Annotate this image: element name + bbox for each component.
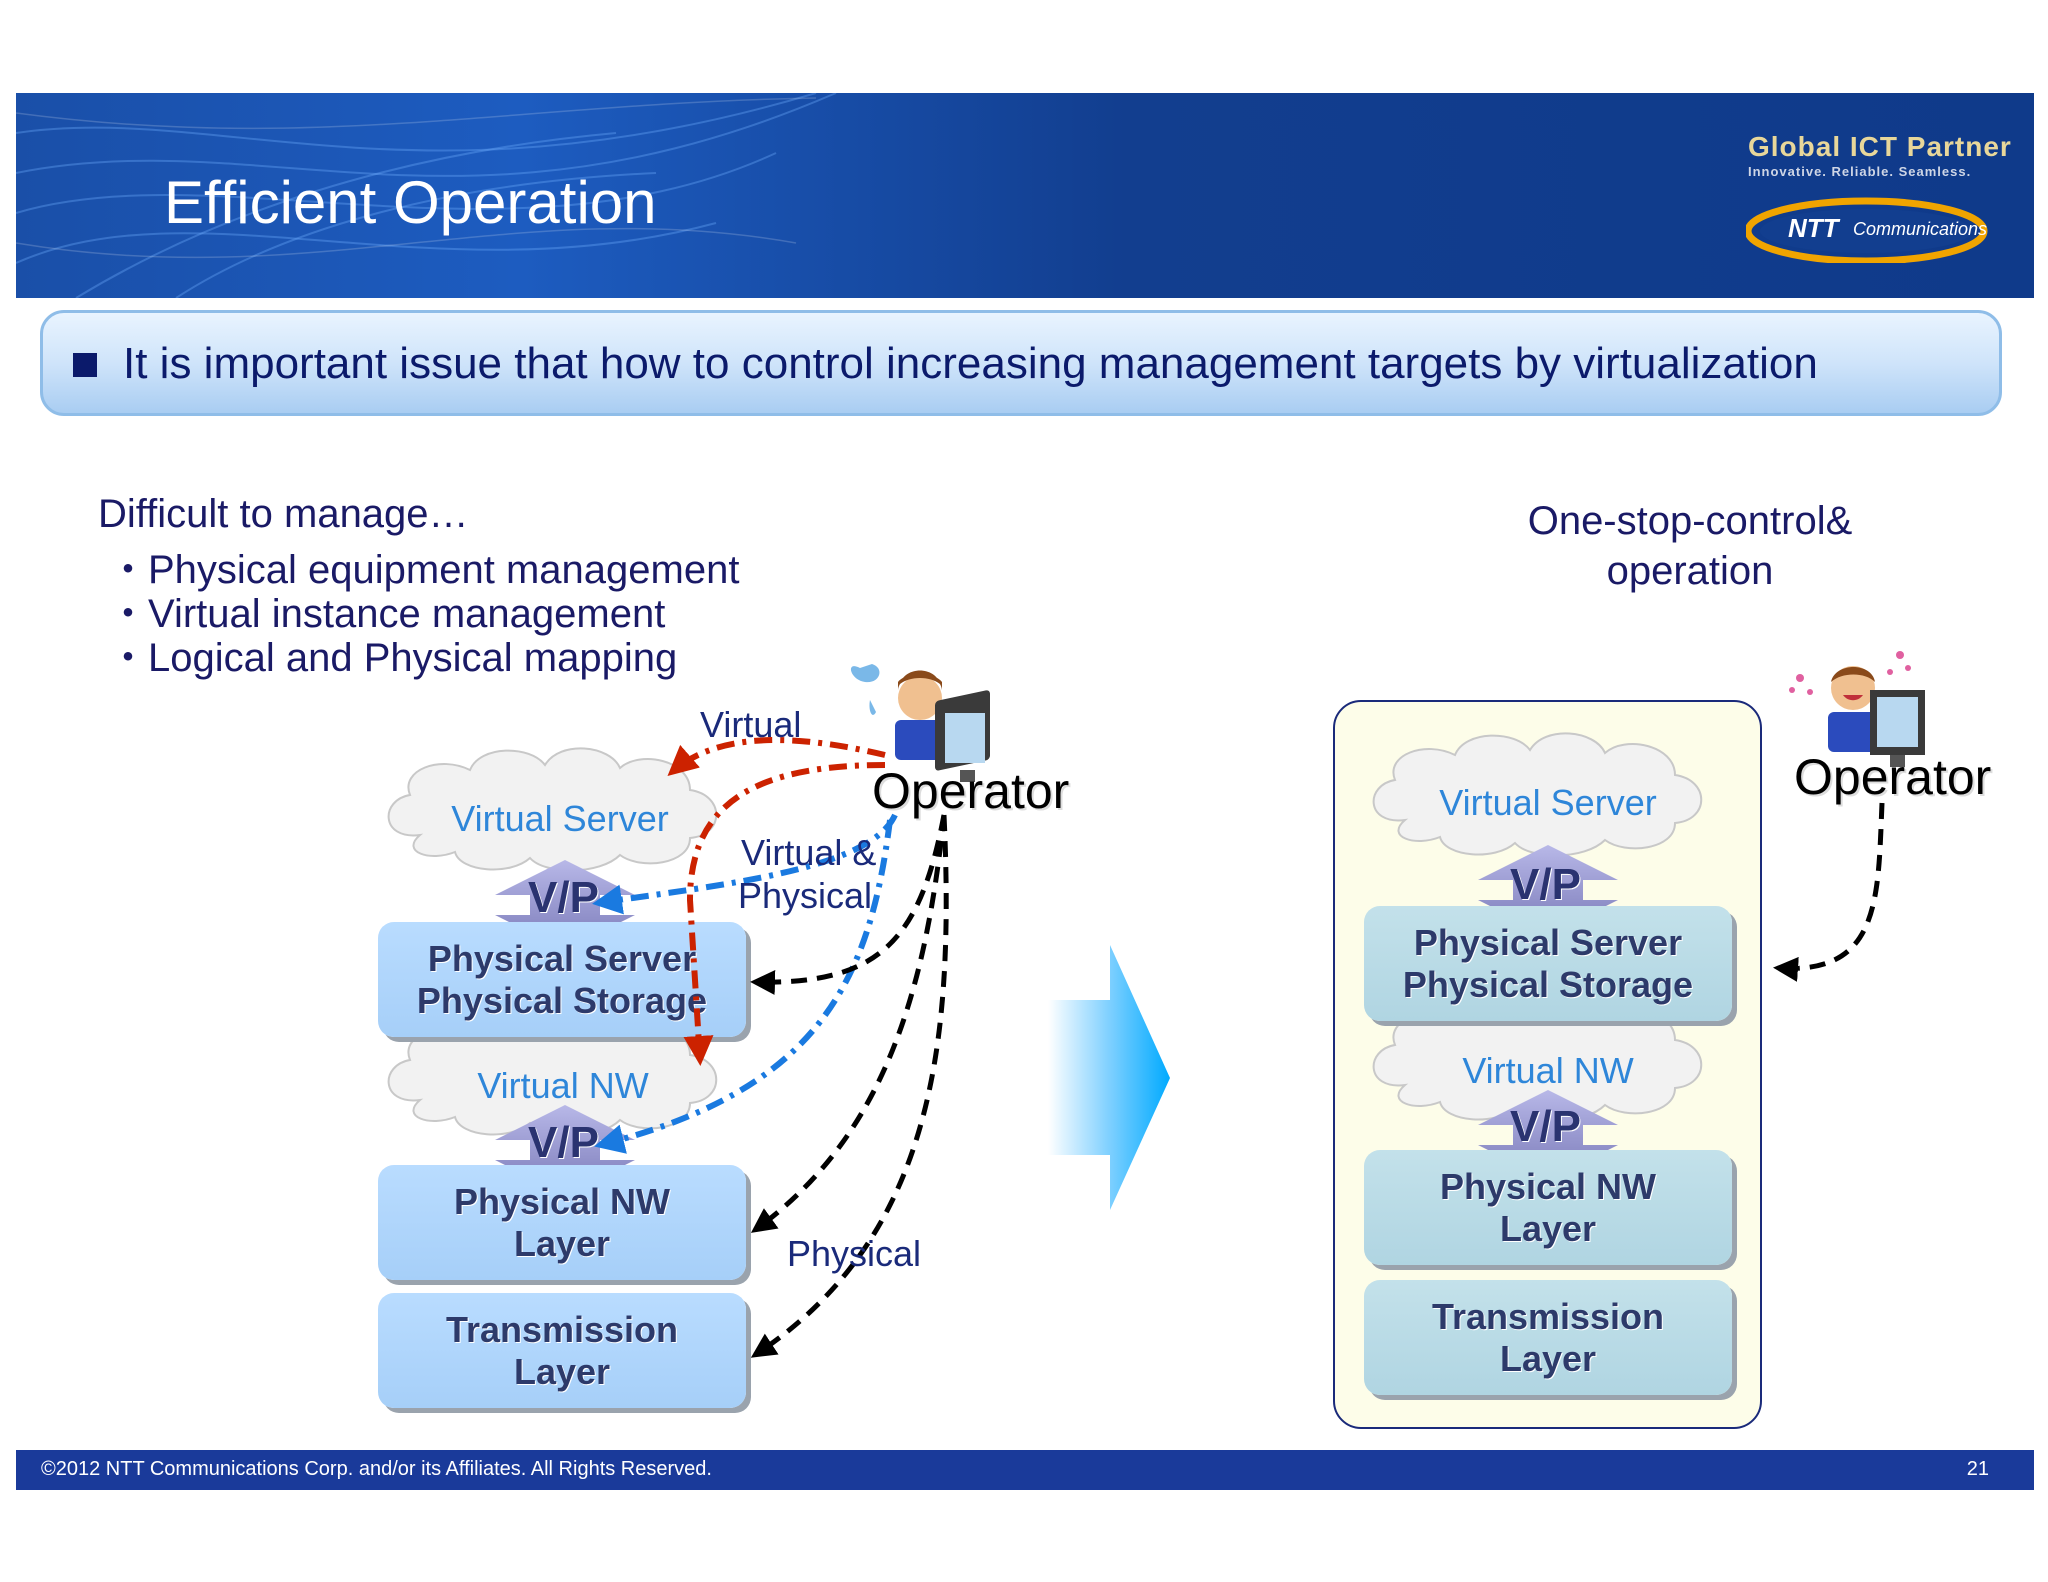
layer-label: Layer	[1499, 1337, 1597, 1379]
blue-virtual-physical-arrow	[594, 819, 893, 1154]
layer-label: Physical NW	[453, 1180, 671, 1222]
bullet-physical-equipment: ・Physical equipment management	[108, 548, 740, 592]
red-virtual-arrow	[667, 737, 886, 776]
page-number: 21	[1966, 1458, 1989, 1480]
virtual-arrow-label: Virtual	[700, 704, 802, 745]
operator-label-right: Operator	[1794, 749, 1992, 805]
bullet-virtual-instance: ・Virtual instance management	[108, 592, 666, 636]
header-wave-decoration	[16, 93, 837, 298]
transition-arrow-icon	[1048, 945, 1170, 1210]
layer-label: Physical Server	[427, 937, 697, 979]
copyright-text: ©2012 NTT Communications Corp. and/or it…	[41, 1458, 712, 1480]
vp-label-left-2: V/P	[528, 1118, 599, 1167]
cloud-virtual-server-right-icon	[1372, 732, 1703, 857]
brand-subtagline: Innovative. Reliable. Seamless.	[1748, 164, 1972, 179]
black-physical-arrow	[750, 814, 947, 995]
vp-label-right-1: V/P	[1510, 860, 1581, 909]
virtual-physical-arrow-label-line2: Physical	[738, 875, 873, 916]
virtual-nw-label-right: Virtual NW	[1462, 1050, 1634, 1091]
layer-label: Physical Storage	[1402, 963, 1694, 1005]
slide-title: Efficient Operation	[164, 169, 657, 236]
difficult-heading: Difficult to manage…	[98, 492, 469, 536]
vp-label-left-1: V/P	[528, 873, 599, 922]
layer-label: Physical NW	[1439, 1165, 1657, 1207]
issue-text: It is important issue that how to contro…	[123, 339, 1818, 388]
layer-label: Transmission	[1431, 1295, 1665, 1337]
issue-banner: It is important issue that how to contro…	[40, 310, 2002, 416]
virtual-server-label-right: Virtual Server	[1439, 782, 1657, 823]
red-virtual-arrow	[683, 762, 886, 1066]
black-one-stop-arrow	[1773, 802, 1885, 982]
slide-header: Efficient Operation Global ICT Partner I…	[16, 93, 2034, 298]
worried-operator-icon	[850, 664, 990, 782]
layer-label: Layer	[513, 1350, 611, 1392]
physical-arrow-label: Physical	[787, 1233, 922, 1274]
happy-operator-icon	[1789, 651, 1925, 767]
black-physical-arrow	[750, 814, 949, 1358]
cloud-virtual-server-left	[387, 747, 718, 872]
layer-label: Physical Storage	[416, 979, 708, 1021]
layer-label: Layer	[1499, 1207, 1597, 1249]
blue-virtual-physical-arrow	[592, 813, 898, 915]
layer-label: Layer	[513, 1222, 611, 1264]
virtual-server-label-left: Virtual Server	[451, 798, 669, 839]
virtual-nw-label-left: Virtual NW	[477, 1065, 649, 1106]
brand-tagline: Global ICT Partner	[1748, 131, 2012, 162]
operator-label-left: Operator	[872, 763, 1070, 819]
brand-name-suffix: Communications	[1853, 219, 1988, 239]
slide-footer: ©2012 NTT Communications Corp. and/or it…	[16, 1450, 2034, 1490]
vp-label-right-2: V/P	[1510, 1102, 1581, 1151]
brand-name: NTT	[1788, 213, 1839, 243]
bullet-logical-physical: ・Logical and Physical mapping	[108, 636, 678, 680]
brand-block: Global ICT Partner Innovative. Reliable.…	[1728, 131, 2028, 271]
one-stop-heading: One-stop-control& operation	[1527, 499, 1853, 593]
layer-label: Transmission	[445, 1308, 679, 1350]
ntt-swoosh-logo-icon	[1746, 197, 1988, 263]
square-bullet-icon	[73, 353, 97, 377]
layer-label: Physical Server	[1413, 921, 1683, 963]
virtual-physical-arrow-label-line1: Virtual &	[741, 832, 877, 873]
